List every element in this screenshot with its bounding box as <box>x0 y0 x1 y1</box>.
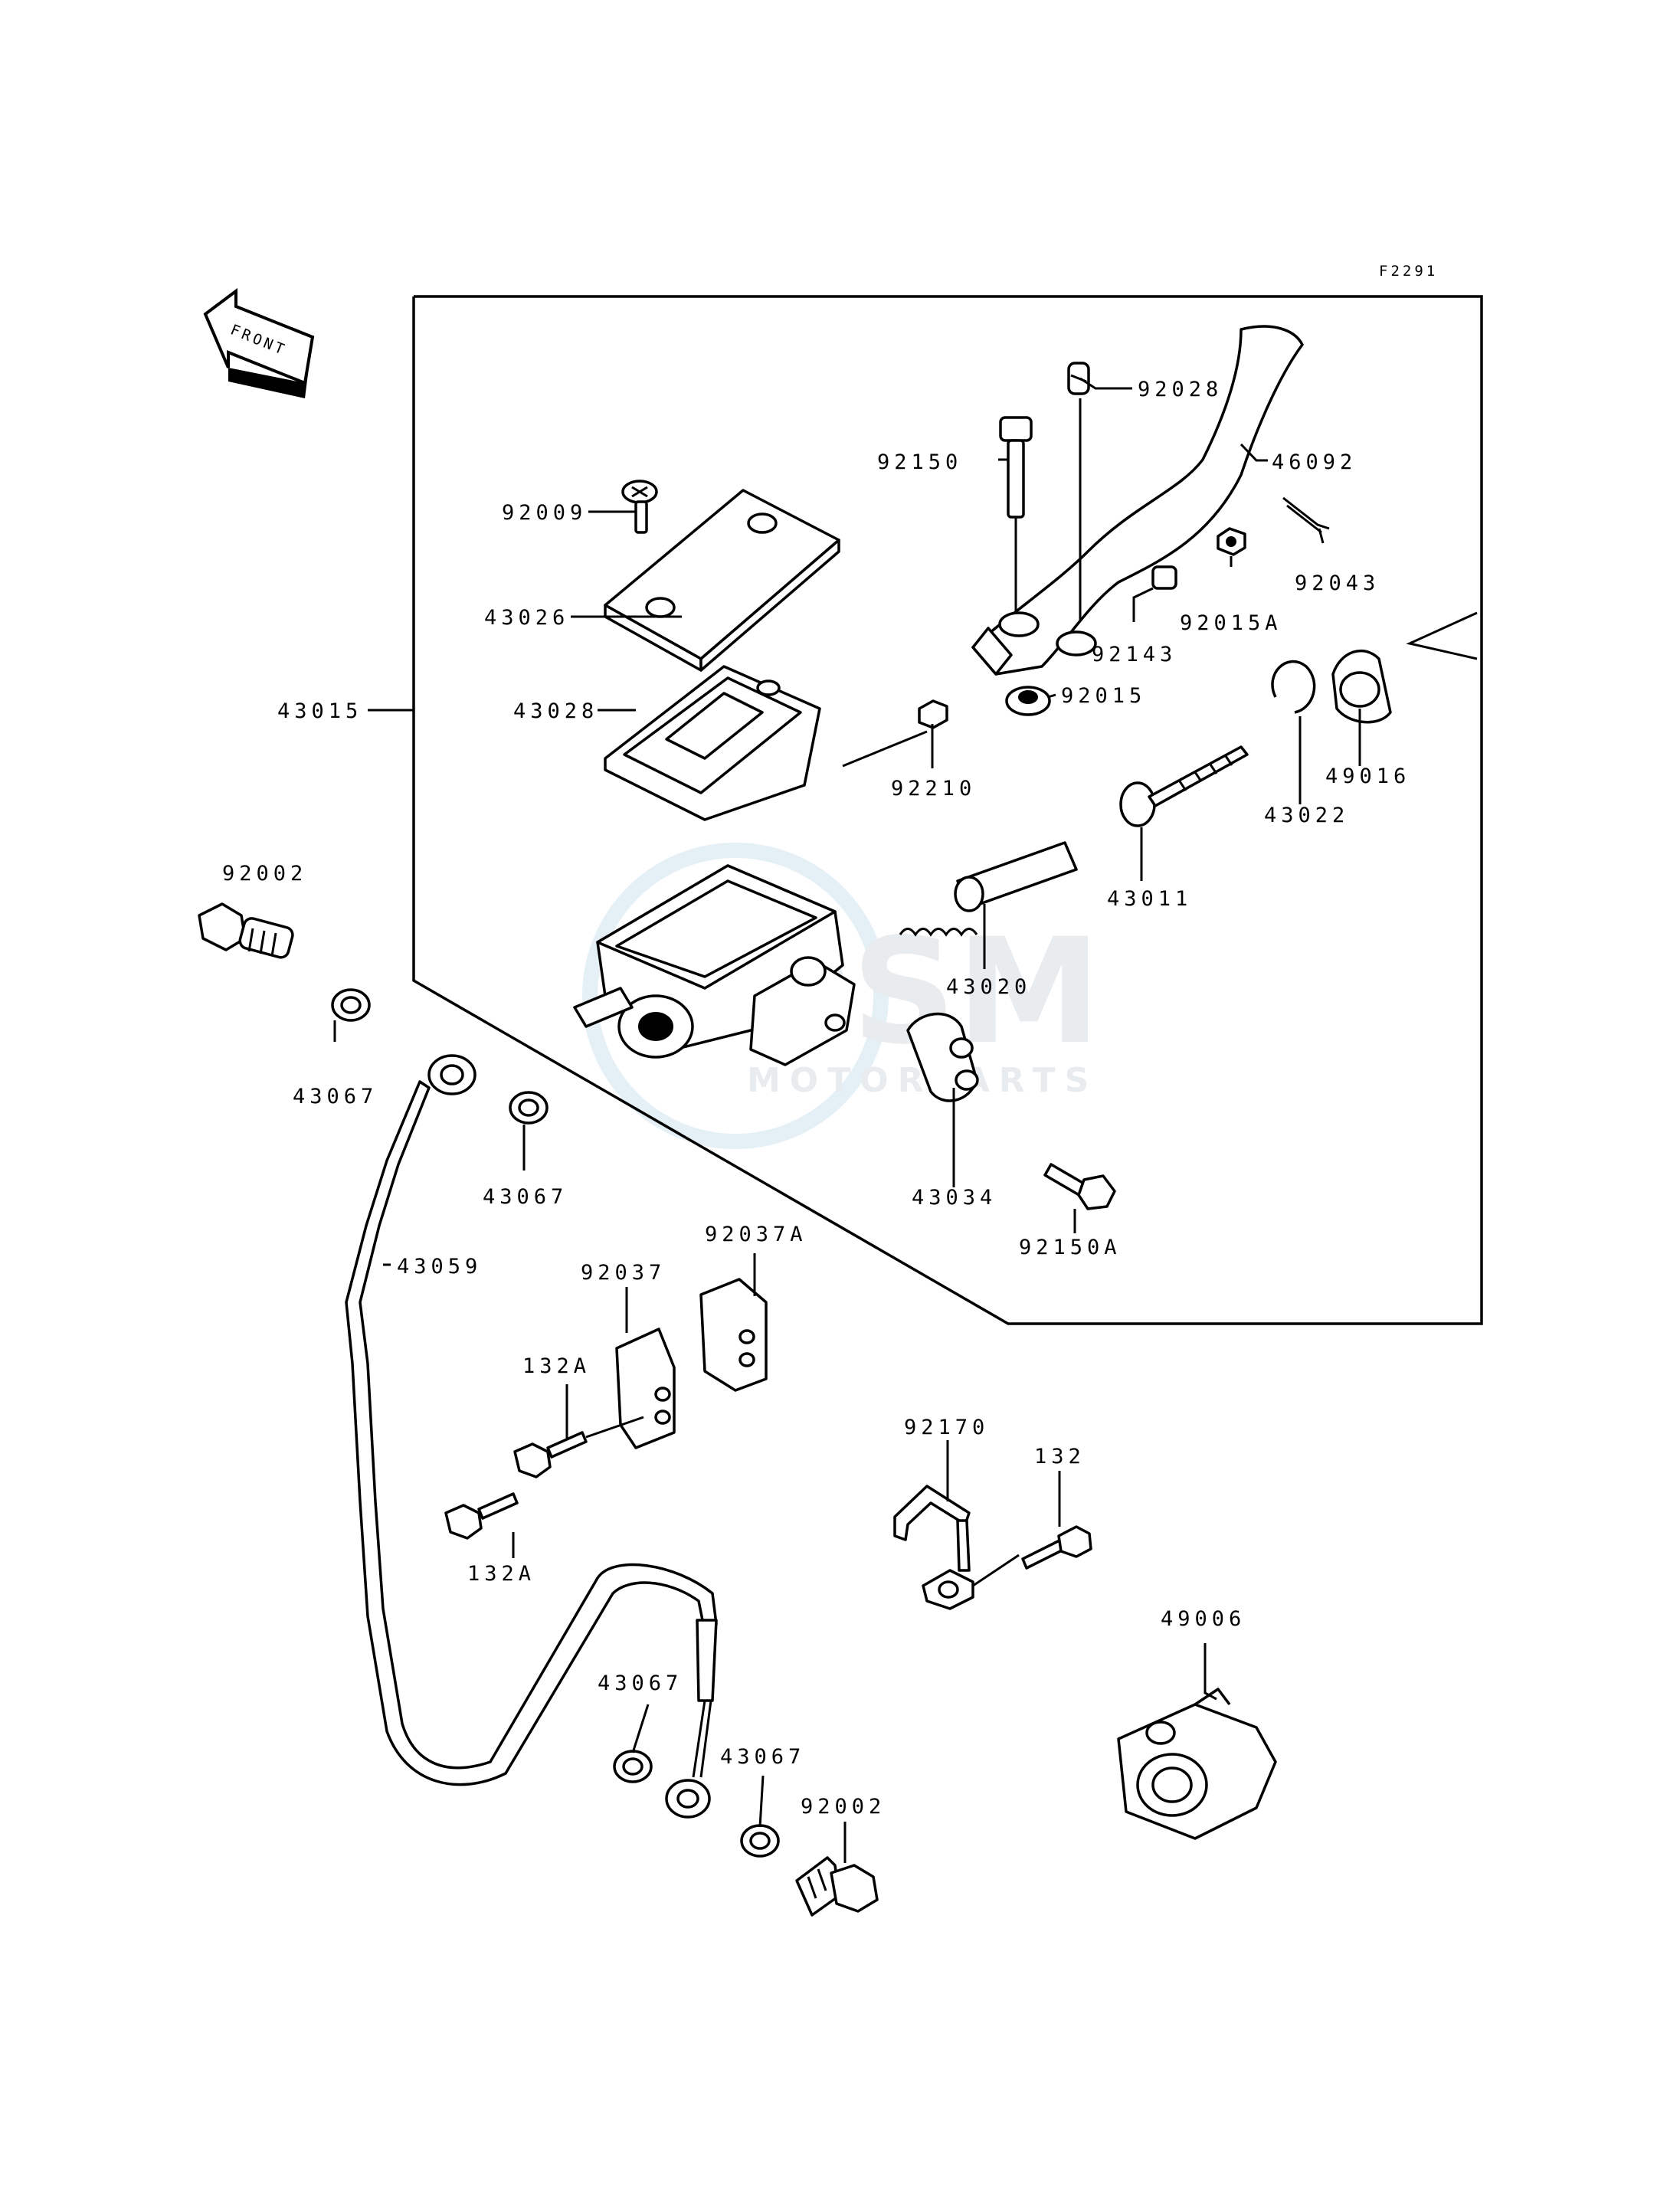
part-label-43067-left: 43067 <box>293 1085 378 1108</box>
crush-washer <box>613 1750 653 1783</box>
guide-line <box>842 730 928 768</box>
part-label-92009: 92009 <box>502 501 587 525</box>
crush-washer <box>331 988 371 1022</box>
brake-lever <box>971 325 1304 676</box>
diaphragm <box>604 665 821 821</box>
part-label-132A-lower: 132A <box>467 1562 535 1586</box>
hose-clamp-a <box>699 1278 768 1392</box>
pivot-nut <box>1005 686 1051 716</box>
part-label-43028: 43028 <box>513 699 598 723</box>
flange-bolt <box>1021 1525 1092 1570</box>
crush-washer <box>740 1824 780 1858</box>
banjo-bolt-bottom <box>795 1856 879 1917</box>
part-label-43026: 43026 <box>484 606 569 630</box>
part-label-92037: 92037 <box>581 1261 666 1285</box>
part-label-43067-mid: 43067 <box>483 1185 568 1209</box>
banjo-bolt-top <box>198 902 294 959</box>
switch-holder <box>1117 1688 1277 1840</box>
part-label-92002-top: 92002 <box>222 862 307 886</box>
guide-line <box>1406 611 1478 660</box>
watermark-sub: MOTORPARTS <box>747 1061 1098 1100</box>
part-label-92150A: 92150A <box>1019 1236 1122 1259</box>
hose-clamp <box>615 1328 676 1449</box>
handlebar-clamp <box>906 1013 979 1102</box>
collar <box>1151 565 1177 590</box>
part-label-132: 132 <box>1034 1445 1086 1468</box>
part-label-43034: 43034 <box>912 1186 997 1210</box>
part-label-92002-bottom: 92002 <box>801 1795 886 1819</box>
cap-screw <box>621 480 658 534</box>
watermark-ring <box>582 843 889 1149</box>
piston <box>899 841 1078 937</box>
part-label-132A-upper: 132A <box>522 1354 591 1378</box>
part-label-92028: 92028 <box>1138 378 1223 401</box>
push-rod <box>1119 745 1249 827</box>
master-cylinder-body <box>573 864 856 1066</box>
part-label-49006: 49006 <box>1161 1607 1246 1631</box>
part-label-43059: 43059 <box>397 1255 482 1279</box>
crush-washer <box>509 1091 549 1125</box>
small-nut <box>918 699 948 729</box>
circlip <box>1271 660 1316 714</box>
part-label-92210: 92210 <box>891 777 976 801</box>
flange-bolt <box>513 1416 644 1478</box>
flange-bolt <box>444 1492 519 1540</box>
part-label-43015: 43015 <box>277 699 362 723</box>
part-label-43011: 43011 <box>1107 887 1192 911</box>
cotter-pin <box>1282 496 1330 534</box>
front-arrow-icon: FRONT <box>203 288 315 398</box>
ref-code: F2291 <box>1379 263 1438 280</box>
part-label-92170: 92170 <box>904 1416 989 1439</box>
pivot-bolt <box>999 416 1033 519</box>
part-label-92037A: 92037A <box>705 1223 807 1246</box>
part-label-92143: 92143 <box>1092 643 1177 666</box>
lever-nut <box>1217 527 1246 556</box>
clamp-bolt <box>1043 1163 1116 1210</box>
part-label-92015A: 92015A <box>1180 611 1282 635</box>
assembly-frame <box>412 295 1483 1325</box>
part-label-46092: 46092 <box>1272 450 1357 474</box>
part-label-43022: 43022 <box>1264 804 1349 827</box>
part-label-92150: 92150 <box>877 450 962 474</box>
part-label-92043: 92043 <box>1295 571 1380 595</box>
brake-hose <box>345 1054 718 1819</box>
part-label-92015: 92015 <box>1061 684 1146 708</box>
dust-boot <box>1331 650 1392 724</box>
bracket <box>893 1485 1020 1610</box>
part-label-43067-lower: 43067 <box>598 1671 683 1695</box>
part-label-43020: 43020 <box>946 975 1031 999</box>
adjuster <box>1067 362 1090 395</box>
part-label-49016: 49016 <box>1325 765 1410 788</box>
part-label-43067-bottom: 43067 <box>720 1745 805 1769</box>
leader-lines <box>333 377 1361 1863</box>
